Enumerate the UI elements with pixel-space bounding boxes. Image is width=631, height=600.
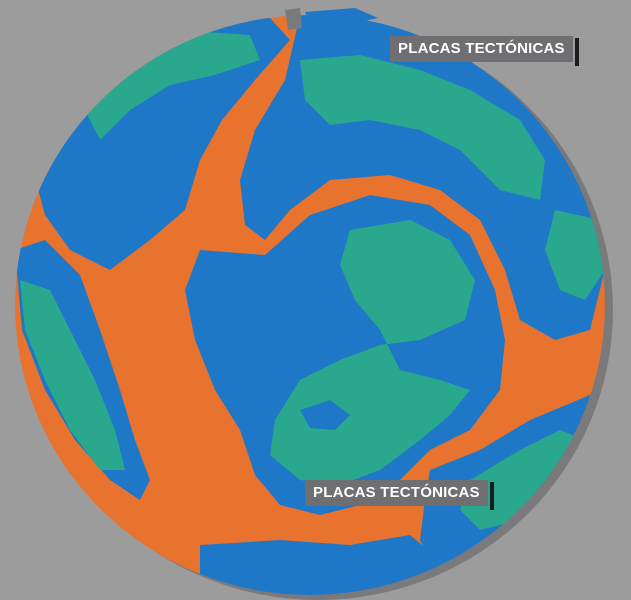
label-tectonic-plates-bottom: PLACAS TECTÓNICAS (305, 480, 488, 506)
plate-bottom (200, 535, 440, 600)
label-bottom-marker (490, 482, 494, 510)
label-top-marker (575, 38, 579, 66)
label-top-text: PLACAS TECTÓNICAS (398, 40, 565, 57)
crust-fragment-top-2 (285, 8, 302, 30)
label-tectonic-plates-top: PLACAS TECTÓNICAS (390, 36, 573, 62)
label-bottom-text: PLACAS TECTÓNICAS (313, 484, 480, 501)
